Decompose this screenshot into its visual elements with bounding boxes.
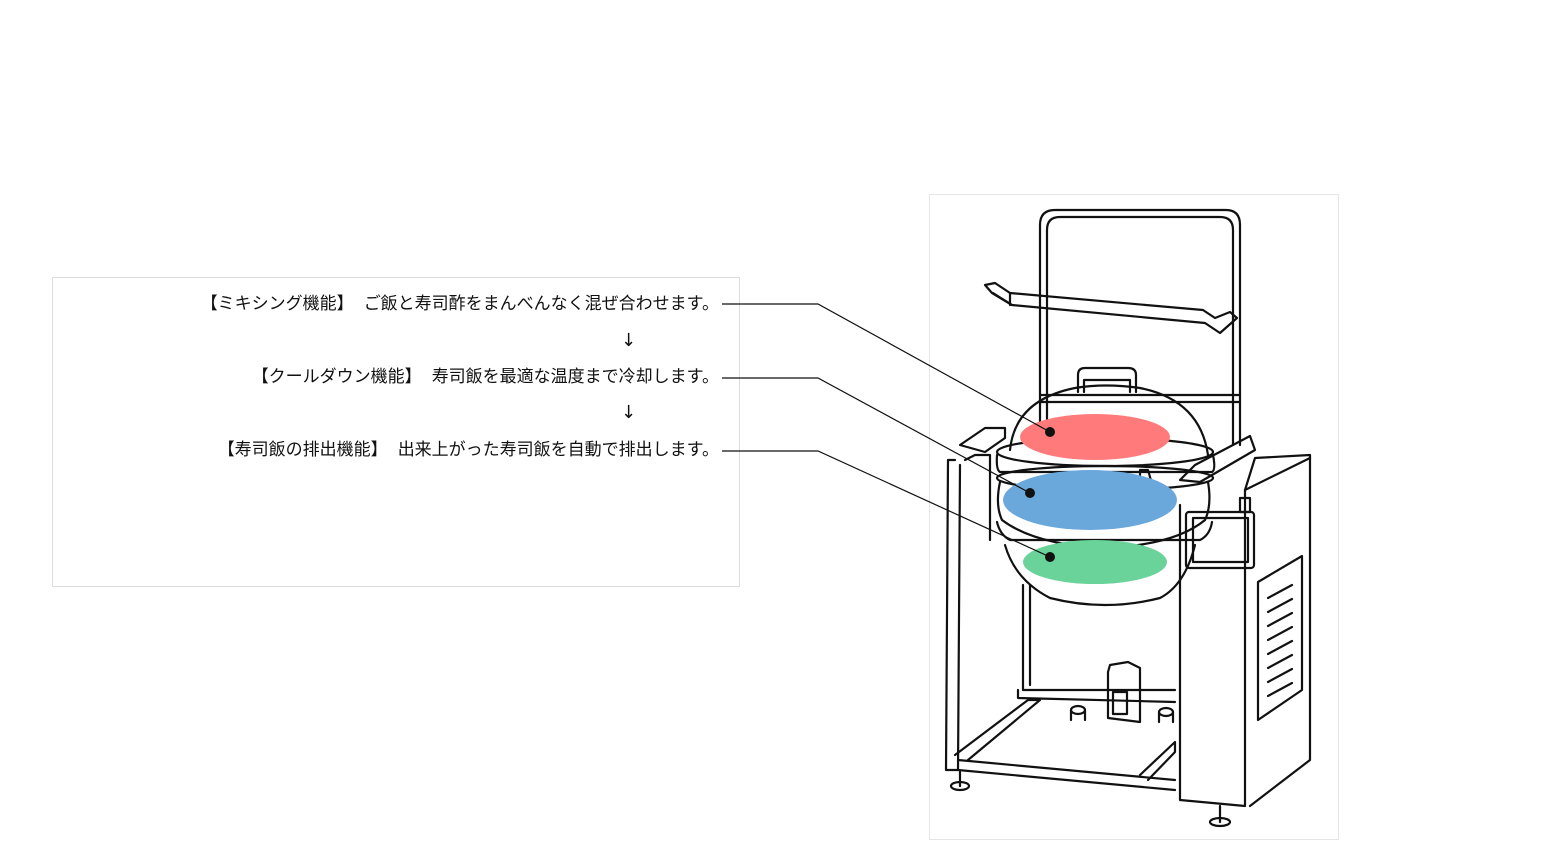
feature-title: 【クールダウン機能】 xyxy=(251,367,422,387)
feature-description: 寿司飯を最適な温度まで冷却します。 xyxy=(431,367,719,387)
feature-mixing: 【ミキシング機能】ご飯と寿司酢をまんべんなく混ぜ合わせます。 xyxy=(201,293,719,315)
down-arrow-icon: ↓ xyxy=(621,330,637,351)
feature-description-panel: 【ミキシング機能】ご飯と寿司酢をまんべんなく混ぜ合わせます。 ↓ 【クールダウン… xyxy=(52,277,740,587)
machine-illustration-frame xyxy=(929,194,1339,840)
down-arrow-icon: ↓ xyxy=(621,402,637,423)
feature-cooldown: 【クールダウン機能】寿司飯を最適な温度まで冷却します。 xyxy=(252,366,719,388)
feature-discharge: 【寿司飯の排出機能】出来上がった寿司飯を自動で排出します。 xyxy=(218,439,719,461)
feature-title: 【ミキシング機能】 xyxy=(200,294,354,314)
feature-description: ご飯と寿司酢をまんべんなく混ぜ合わせます。 xyxy=(363,294,719,314)
feature-description: 出来上がった寿司飯を自動で排出します。 xyxy=(397,440,719,460)
feature-title: 【寿司飯の排出機能】 xyxy=(217,440,388,460)
